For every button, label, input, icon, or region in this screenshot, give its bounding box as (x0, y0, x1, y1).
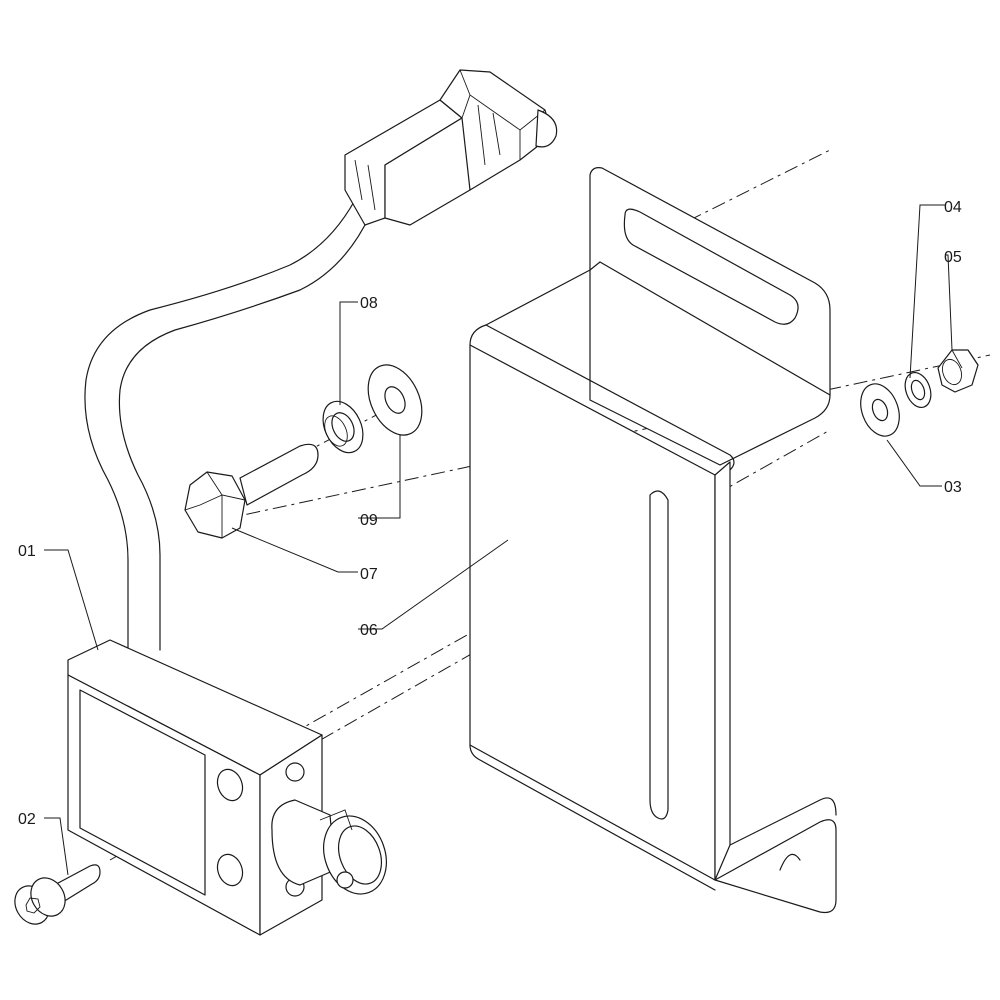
bolt-part-07 (184, 443, 319, 539)
callout-02: 02 (18, 811, 36, 828)
callout-01: 01 (18, 543, 36, 560)
callout-08: 08 (360, 295, 378, 312)
spring-washer-part-08 (322, 400, 364, 454)
screw-part-02 (14, 864, 101, 925)
callout-03: 03 (944, 479, 962, 496)
washer-part-03 (860, 383, 900, 437)
callout-06: 06 (360, 622, 378, 639)
nut-part-05 (937, 349, 979, 393)
callout-09: 09 (360, 512, 378, 529)
spring-washer-part-04 (904, 371, 932, 409)
bracket-part-06 (469, 167, 837, 914)
washer-part-09 (367, 364, 423, 436)
callout-05: 05 (944, 249, 962, 266)
callout-labels: 01 02 03 04 05 06 07 08 09 (18, 199, 962, 828)
leader-lines (44, 204, 953, 876)
callout-07: 07 (360, 566, 378, 583)
callout-04: 04 (944, 199, 962, 216)
sensor-assembly-part-01 (67, 69, 558, 936)
